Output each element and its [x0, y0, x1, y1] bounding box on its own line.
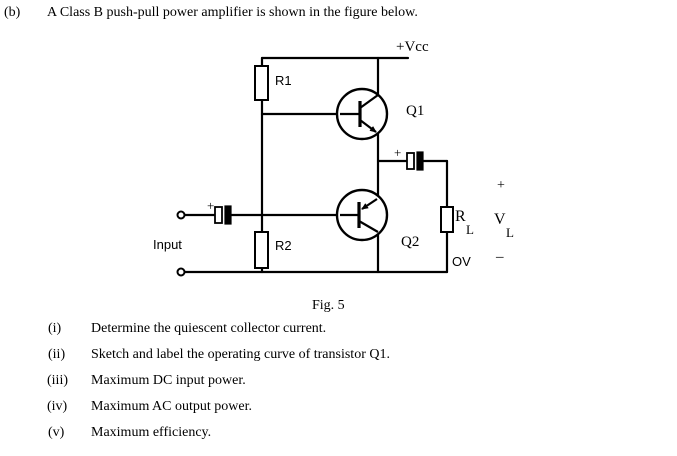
part-ii-label: (ii) [48, 347, 66, 362]
output-capacitor [406, 151, 424, 171]
part-v-label: (v) [48, 425, 65, 440]
question-text: A Class B push-pull power amplifier is s… [47, 5, 418, 20]
r1-label: R1 [275, 73, 292, 88]
r2-resistor [254, 231, 269, 269]
load-voltage-label-main: V [494, 211, 506, 228]
load-resistor-label-main: R [455, 208, 466, 225]
input-capacitor [214, 205, 232, 225]
part-i-text: Determine the quiescent collector curren… [91, 321, 327, 336]
part-ii-text: Sketch and label the operating curve of … [91, 347, 390, 362]
part-iv-text: Maximum AC output power. [91, 399, 252, 414]
question-label: (b) [4, 5, 21, 20]
load-resistor-label-sub: L [466, 222, 474, 237]
load-voltage-label-sub: L [506, 225, 514, 240]
q1-transistor [335, 87, 389, 141]
ground-label: OV [452, 254, 471, 269]
part-iii-label: (iii) [47, 373, 68, 388]
part-i-label: (i) [48, 321, 62, 336]
load-voltage-plus: + [497, 178, 505, 193]
r2-label: R2 [275, 238, 292, 253]
input-terminal-bottom [176, 267, 186, 277]
figure-caption: Fig. 5 [312, 298, 345, 313]
load-voltage-minus: – [495, 249, 504, 265]
part-iv-label: (iv) [47, 399, 68, 414]
input-cap-plus: + [207, 198, 214, 213]
q2-label: Q2 [401, 234, 419, 250]
input-label: Input [153, 237, 182, 252]
output-cap-plus: + [394, 145, 401, 160]
part-iii-text: Maximum DC input power. [91, 373, 246, 388]
r1-resistor [254, 65, 269, 101]
load-resistor [440, 206, 454, 233]
q2-transistor [335, 188, 389, 242]
vcc-label: +Vcc [396, 39, 429, 55]
part-v-text: Maximum efficiency. [91, 425, 212, 440]
input-terminal-top [176, 210, 186, 220]
q1-label: Q1 [406, 103, 424, 119]
